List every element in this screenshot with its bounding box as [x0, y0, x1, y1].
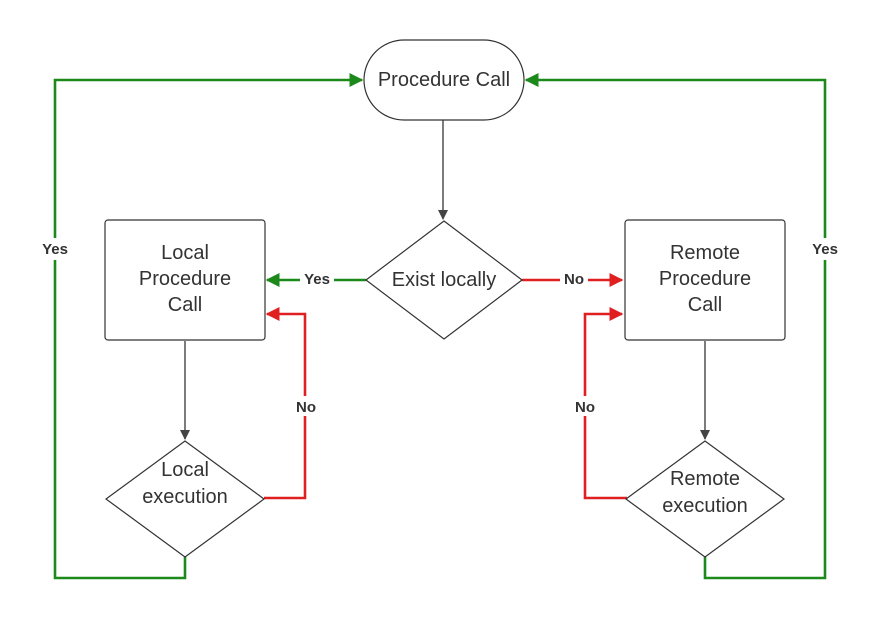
exist-locally-label: Exist locally [392, 269, 496, 291]
edge-label-exist-yes: Yes [304, 271, 330, 288]
node-remote-procedure-call: Remote Procedure Call [624, 219, 786, 341]
local-procedure-call-line-2: Procedure [139, 268, 231, 290]
edge-label-local-exec-no: No [296, 399, 316, 416]
local-procedure-call-line-1: Local [161, 242, 209, 264]
edge-local-exec-yes-loop [53, 73, 364, 580]
node-exist-locally: Exist locally [365, 220, 523, 340]
edge-remote-exec-yes-loop [524, 73, 827, 580]
remote-procedure-call-line-2: Procedure [659, 268, 751, 290]
remote-procedure-call-line-3: Call [688, 294, 722, 316]
remote-procedure-call-line-1: Remote [670, 242, 740, 264]
edge-label-remote-exec-yes: Yes [812, 241, 838, 258]
procedure-call-label: Procedure Call [378, 69, 510, 91]
node-remote-execution: Remote execution [624, 440, 786, 558]
local-procedure-call-line-3: Call [168, 294, 202, 316]
node-local-procedure-call: Local Procedure Call [104, 219, 266, 341]
remote-execution-line-2: execution [662, 495, 748, 517]
node-procedure-call: Procedure Call [363, 39, 525, 121]
edge-label-remote-exec-no: No [575, 399, 595, 416]
local-execution-line-2: execution [142, 486, 228, 508]
local-execution-line-1: Local [161, 459, 209, 481]
node-local-execution: Local execution [104, 440, 266, 558]
edge-label-local-exec-yes: Yes [42, 241, 68, 258]
edge-label-exist-no: No [564, 271, 584, 288]
remote-execution-line-1: Remote [670, 468, 740, 490]
